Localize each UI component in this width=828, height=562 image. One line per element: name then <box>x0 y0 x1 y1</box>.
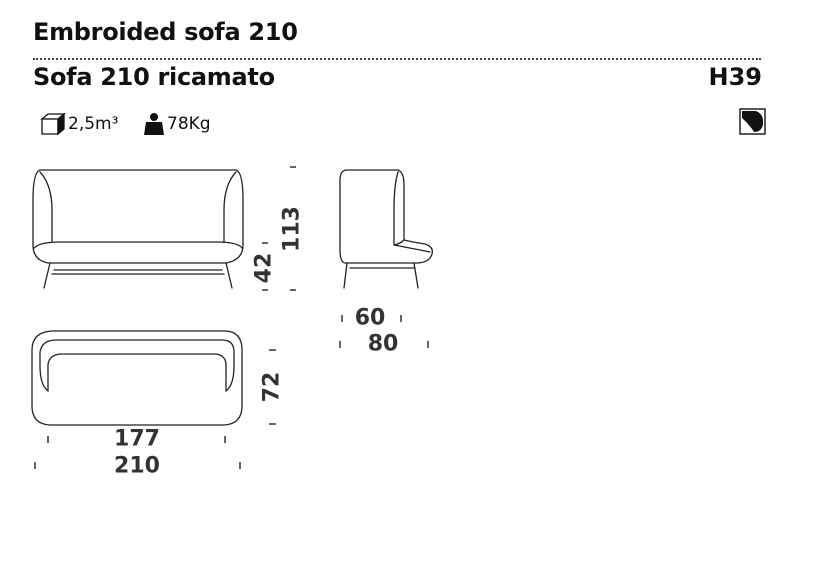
product-title: Embroided sofa 210 <box>33 18 298 46</box>
product-subtitle: Sofa 210 ricamato <box>33 63 275 91</box>
volume-spec: 2,5m³ <box>40 112 118 136</box>
volume-value: 2,5m³ <box>68 114 119 134</box>
product-code: H39 <box>708 63 762 91</box>
dimension-seat-width: 177 <box>114 426 160 452</box>
fabric-swatch-icon <box>739 108 766 135</box>
dimension-seat-height: 42 <box>251 252 277 284</box>
sofa-top-view <box>31 330 243 426</box>
dimension-overall-height: 113 <box>279 206 305 252</box>
sofa-front-view <box>32 169 244 289</box>
dimension-total-width: 210 <box>114 453 160 479</box>
package-box-icon <box>40 112 66 136</box>
dimension-total-depth: 80 <box>367 331 399 357</box>
sofa-side-view <box>339 169 433 289</box>
weight-spec: 78Kg <box>143 112 211 136</box>
weight-value: 78Kg <box>167 114 211 134</box>
dotted-divider <box>33 58 761 60</box>
dimension-seat-depth: 60 <box>354 305 386 331</box>
dimension-top-depth: 72 <box>259 371 285 403</box>
weight-icon <box>144 113 164 135</box>
